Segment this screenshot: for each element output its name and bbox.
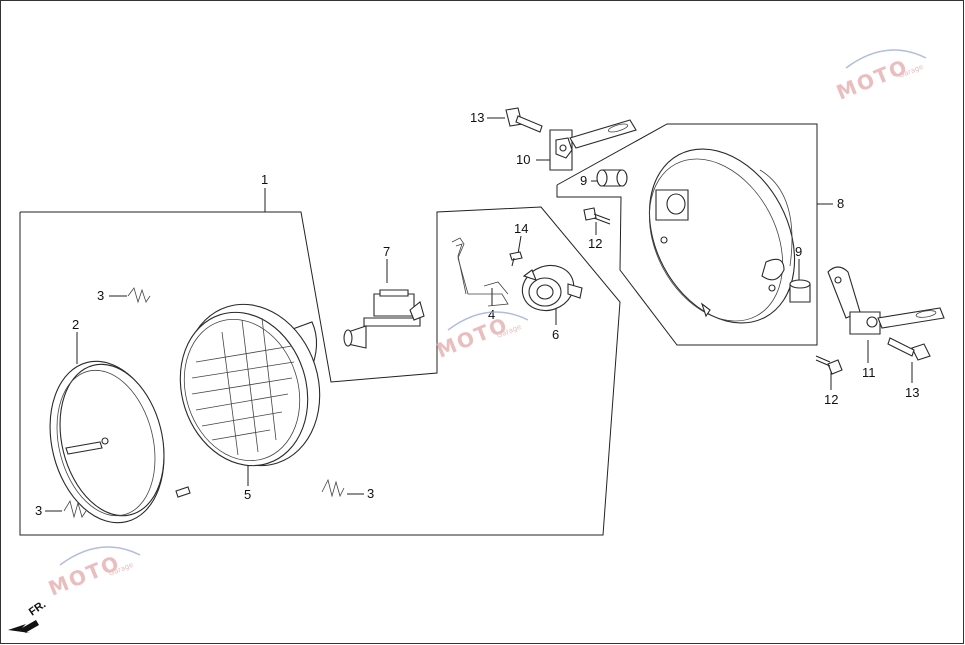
collar-9-lower: [789, 279, 811, 303]
bulb-socket-cover: [521, 264, 583, 312]
callout-13-lower: 13: [905, 385, 919, 400]
screw-14: [509, 251, 523, 267]
callout-10: 10: [516, 152, 530, 167]
spring-clip-lower-left: [63, 499, 87, 519]
headlight-lens-unit: [179, 303, 321, 467]
bracket-11: [827, 266, 945, 335]
front-direction-indicator: FR.: [8, 598, 48, 633]
group-outline-headlight-case: [556, 123, 818, 346]
callout-3-lower-left: 3: [35, 503, 42, 518]
bulb-retaining-spring: [451, 237, 509, 307]
callout-1: 1: [261, 172, 268, 187]
headlight-bulb: [343, 289, 425, 349]
callout-7: 7: [383, 244, 390, 259]
bolt-13-lower: [887, 337, 931, 361]
group-outline-headlight-assembly: [19, 206, 621, 536]
callout-9-upper: 9: [580, 173, 587, 188]
headlight-case: [648, 148, 796, 324]
svg-text:FR.: FR.: [27, 598, 48, 618]
callout-5: 5: [244, 487, 251, 502]
callout-6: 6: [552, 327, 559, 342]
bolt-13-upper: [505, 107, 543, 133]
callout-13-upper: 13: [470, 110, 484, 125]
callout-14: 14: [514, 221, 528, 236]
watermark-logo-middle: MOTO Garage: [433, 311, 529, 363]
screw-12-lower: [815, 355, 843, 375]
bracket-10: [549, 119, 637, 171]
spring-clip-lower-middle: [321, 478, 345, 498]
callout-8: 8: [837, 196, 844, 211]
watermark-logo-top-right: MOTO Garage: [833, 49, 927, 105]
callout-12-lower: 12: [824, 392, 838, 407]
callout-4: 4: [488, 307, 495, 322]
screw-12-upper: [583, 207, 611, 225]
watermark-logo-bottom-left: MOTO Garage: [45, 546, 141, 601]
callout-11: 11: [862, 365, 876, 380]
callout-9-lower: 9: [795, 244, 802, 259]
callout-3-lower-middle: 3: [367, 486, 374, 501]
callout-2: 2: [72, 317, 79, 332]
headlight-rim: [49, 360, 191, 524]
callout-12-upper: 12: [588, 236, 602, 251]
callout-3-upper: 3: [97, 288, 104, 303]
front-arrow-icon: [8, 620, 39, 633]
collar-9-upper: [596, 169, 628, 187]
spring-clip-upper: [127, 287, 151, 304]
